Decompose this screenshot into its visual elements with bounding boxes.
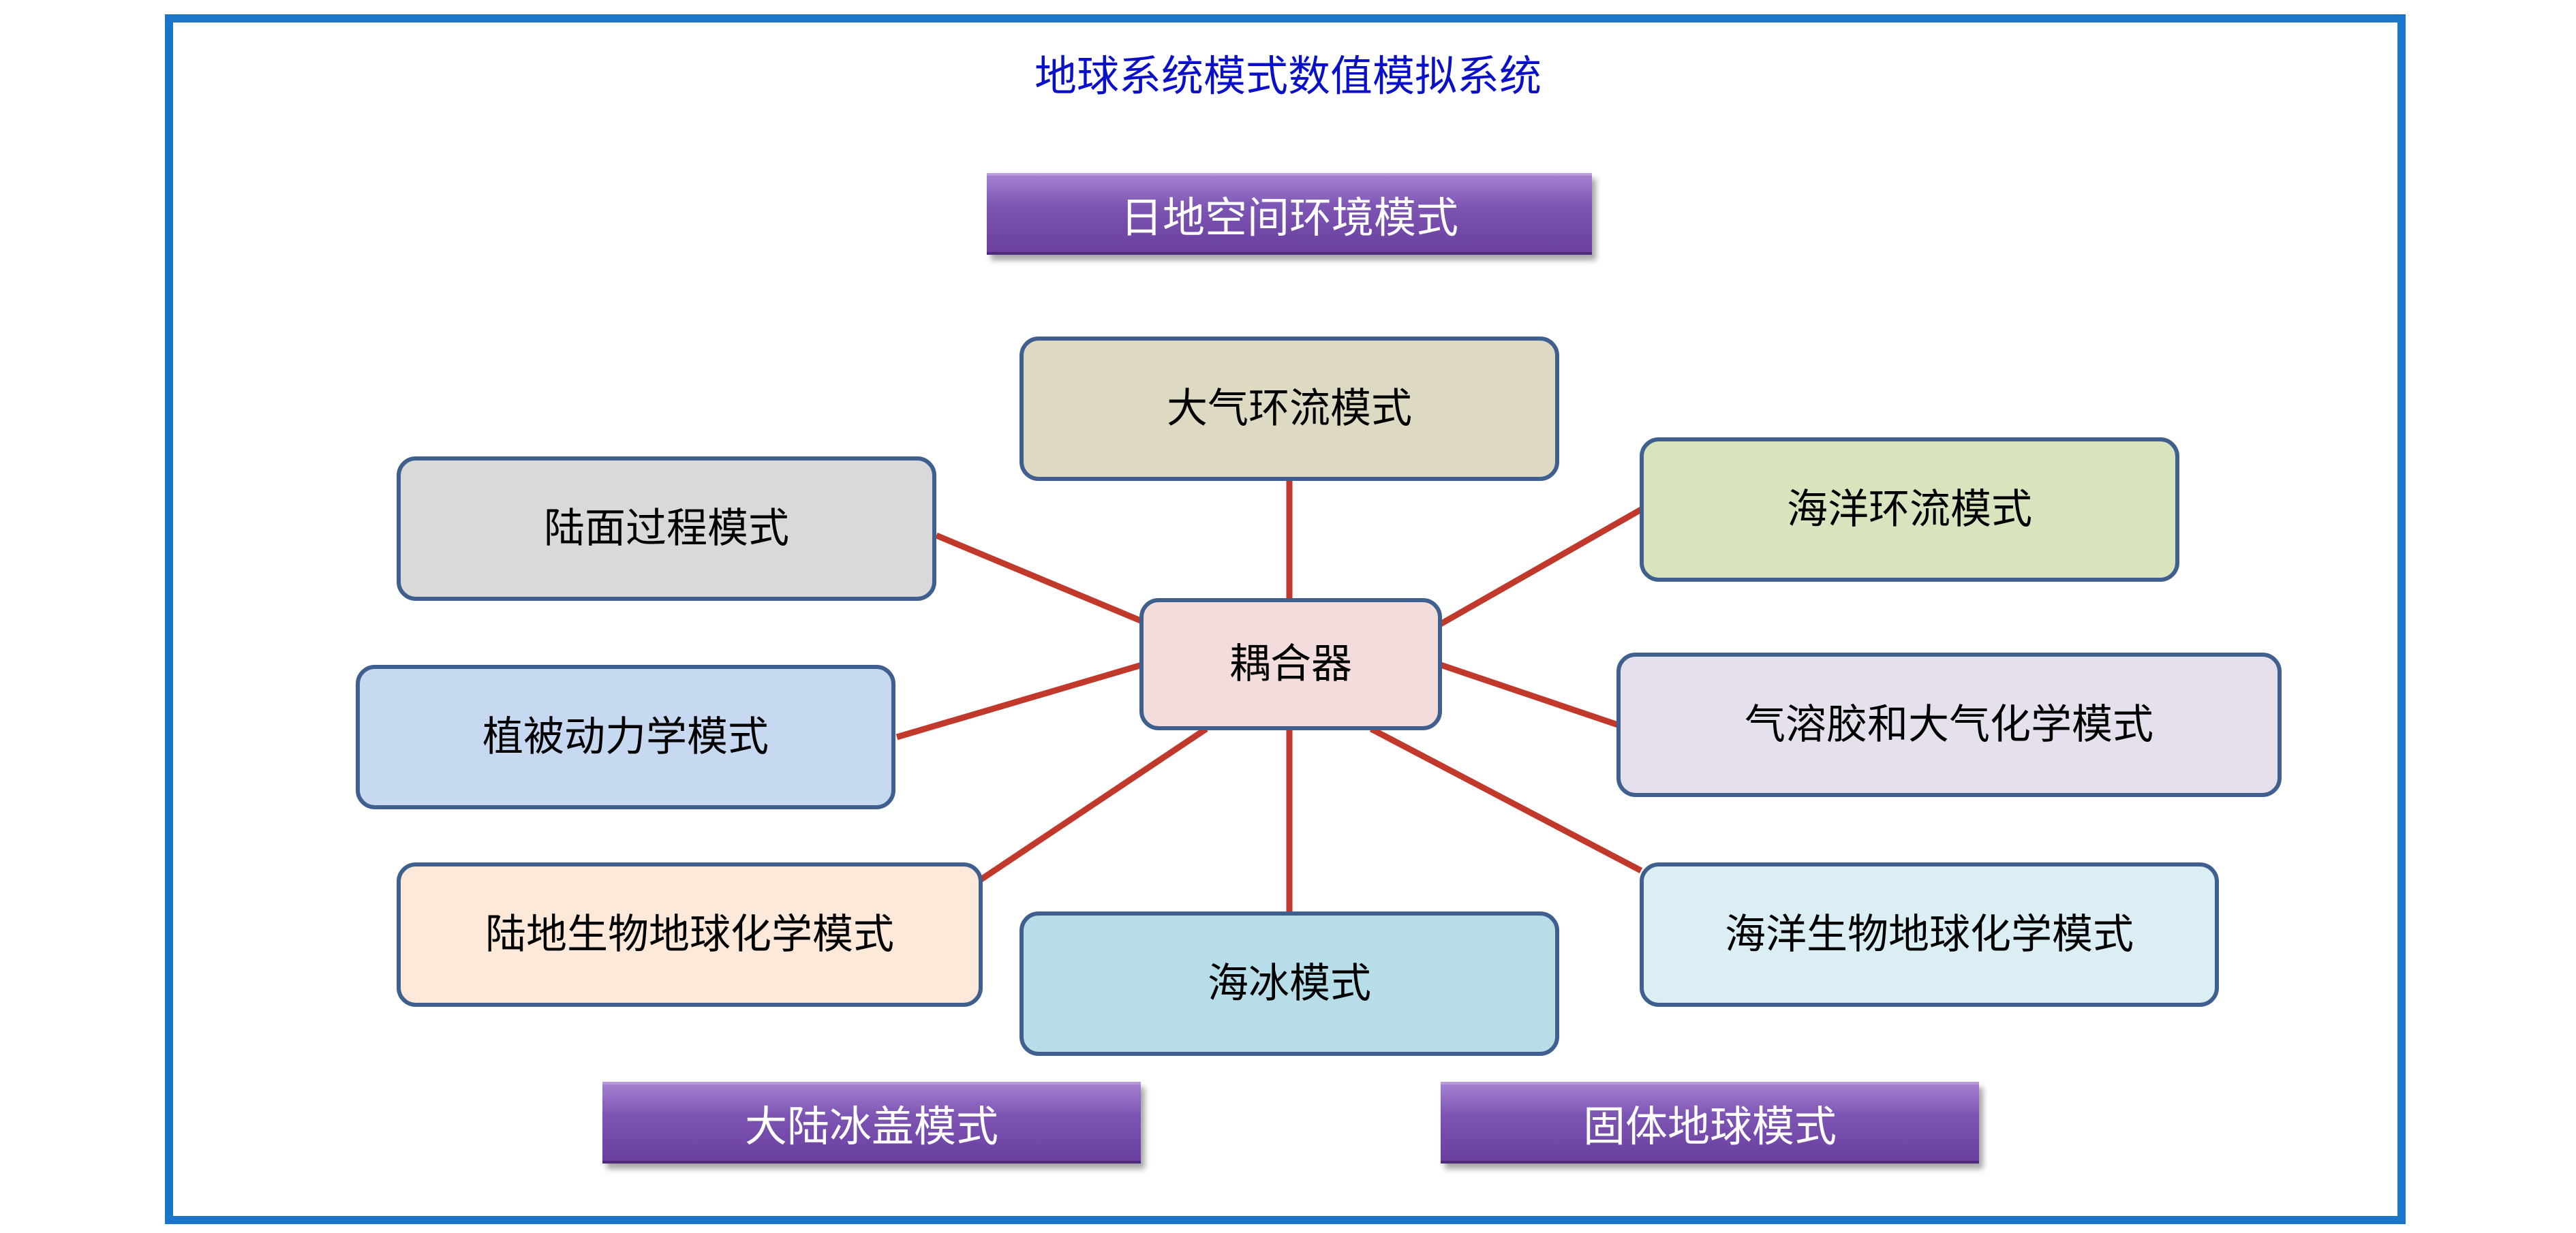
diagram-title: 地球系统模式数值模拟系统 <box>1034 51 1542 101</box>
node-land-surface: 陆面过程模式 <box>397 456 936 601</box>
continental-ice-band: 大陆冰盖模式 <box>602 1082 1141 1164</box>
node-vegetation: 植被动力学模式 <box>356 665 895 809</box>
solid-earth-band: 固体地球模式 <box>1441 1082 1979 1164</box>
node-sea-ice: 海冰模式 <box>1019 911 1559 1056</box>
link-vegetation <box>895 661 1144 740</box>
solar-terrestrial-band: 日地空间环境模式 <box>987 173 1592 255</box>
node-ocean-biogeo: 海洋生物地球化学模式 <box>1640 862 2219 1007</box>
node-atmosphere: 大气环流模式 <box>1019 337 1559 481</box>
link-land-biogeo <box>978 726 1208 883</box>
link-land-surface <box>935 532 1144 625</box>
link-aerosol <box>1439 661 1619 728</box>
node-ocean: 海洋环流模式 <box>1640 437 2179 582</box>
link-ocean <box>1439 507 1643 627</box>
coupler-hub: 耦合器 <box>1139 598 1442 730</box>
link-ocean-biogeo <box>1369 726 1643 873</box>
node-aerosol: 气溶胶和大气化学模式 <box>1616 653 2282 797</box>
node-land-biogeo: 陆地生物地球化学模式 <box>397 862 983 1007</box>
